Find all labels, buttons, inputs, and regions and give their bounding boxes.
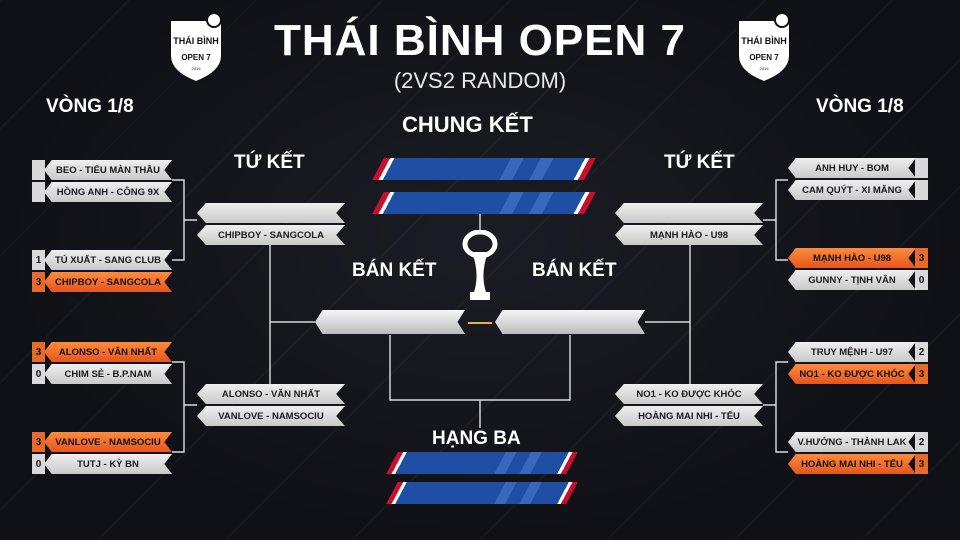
score-cell-winner: 3 — [915, 248, 928, 268]
team-slot-beo-tieu-man-thau: BEO - TIỂU MÀN THẦU — [44, 160, 172, 180]
team-slot-cam-quyt-xi-mang: CAM QUÝT - XI MĂNG — [788, 180, 916, 200]
semifinal-slot-left — [315, 310, 465, 334]
svg-text:2019: 2019 — [760, 66, 770, 71]
svg-text:2019: 2019 — [192, 66, 202, 71]
qf-slot-left-4: VANLOVE - NAMSOCIU — [197, 406, 345, 426]
team-slot-tu-xuat-sang-club: TÚ XUẤT - SANG CLUB — [44, 250, 172, 270]
svg-text:OPEN 7: OPEN 7 — [749, 53, 779, 62]
third-place-slot-top — [386, 452, 578, 474]
team-slot-gunny-tinh-van: GUNNY - TỊNH VÂN — [788, 270, 916, 290]
score-cell-winner: 3 — [32, 272, 45, 292]
qf-slot-right-1 — [615, 203, 763, 223]
qf-slot-left-2: CHIPBOY - SANGCOLA — [197, 225, 345, 245]
score-cell — [915, 158, 928, 178]
round-label-sf-left: BÁN KẾT — [352, 260, 437, 281]
team-slot-vanlove-namsociu: VANLOVE - NAMSOCIU — [44, 432, 172, 452]
round-label-qf-left: TỨ KẾT — [234, 152, 305, 173]
score-cell: 2 — [915, 342, 928, 362]
team-slot-chim-se-bp-nam: CHIM SẺ - B.P.NAM — [44, 364, 172, 384]
team-slot-no1-ko-duoc-khoc: NO1 - KO ĐƯỢC KHÓC — [788, 364, 916, 384]
team-slot-anh-huy-bom: ANH HUY - BOM — [788, 158, 916, 178]
score-cell-winner: 3 — [32, 432, 45, 452]
semifinal-slot-right — [495, 310, 645, 334]
score-cell: 1 — [32, 250, 45, 270]
score-cell: 0 — [915, 270, 928, 290]
round-label-sf-right: BÁN KẾT — [532, 260, 617, 281]
round-label-final: CHUNG KẾT — [402, 112, 533, 137]
team-slot-manh-hao-u98: MẠNH HÀO - U98 — [788, 248, 916, 268]
round-label-third-place: HẠNG BA — [432, 428, 521, 449]
svg-text:THÁI BÌNH: THÁI BÌNH — [741, 36, 787, 46]
round-label-qf-right: TỨ KẾT — [664, 152, 735, 173]
score-cell: 0 — [32, 364, 45, 384]
team-slot-chipboy-sangcola: CHIPBOY - SANGCOLA — [44, 272, 172, 292]
qf-slot-left-1 — [197, 203, 345, 223]
qf-slot-right-3: NO1 - KO ĐƯỢC KHÓC — [615, 384, 763, 404]
team-slot-truy-menh-u97: TRUY MỆNH - U97 — [788, 342, 916, 362]
score-cell: 2 — [915, 432, 928, 452]
final-slot-bottom — [372, 192, 596, 214]
final-slot-top — [372, 158, 596, 180]
team-slot-hong-anh-cong-9x: HỒNG ANH - CÔNG 9X — [44, 182, 172, 202]
round-label-r16-left: VÒNG 1/8 — [46, 96, 134, 117]
team-slot-alonso-van-nhat: ALONSO - VĂN NHẤT — [44, 342, 172, 362]
score-cell-winner: 3 — [915, 454, 928, 474]
tournament-subtitle: (2VS2 RANDOM) — [393, 68, 567, 93]
round-label-r16-right: VÒNG 1/8 — [816, 96, 904, 117]
qf-slot-right-2: MẠNH HÀO - U98 — [615, 225, 763, 245]
score-cell-winner: 3 — [32, 342, 45, 362]
team-slot-v-huong-thanh-lak: V.HƯỚNG - THÀNH LAK — [788, 432, 916, 452]
trophy-icon — [462, 230, 498, 300]
tournament-logo-right: THÁI BÌNH OPEN 7 2019 — [737, 12, 791, 84]
score-cell — [32, 182, 45, 202]
team-slot-hoang-mai-nhi-teu: HOÀNG MAI NHI - TẾU — [788, 454, 916, 474]
qf-slot-right-4: HOÀNG MAI NHI - TẾU — [615, 406, 763, 426]
svg-text:THÁI BÌNH: THÁI BÌNH — [173, 36, 219, 46]
tournament-title: THÁI BÌNH OPEN 7 — [273, 16, 687, 65]
score-cell — [32, 160, 45, 180]
qf-slot-left-3: ALONSO - VĂN NHẤT — [197, 384, 345, 404]
tournament-logo-left: THÁI BÌNH OPEN 7 2019 — [169, 12, 223, 84]
third-place-slot-bottom — [386, 482, 578, 504]
team-slot-tutj-ky-bn: TUTJ - KỲ BN — [44, 454, 172, 474]
score-cell-winner: 3 — [915, 364, 928, 384]
svg-text:OPEN 7: OPEN 7 — [181, 53, 211, 62]
score-cell — [915, 180, 928, 200]
score-cell: 0 — [32, 454, 45, 474]
